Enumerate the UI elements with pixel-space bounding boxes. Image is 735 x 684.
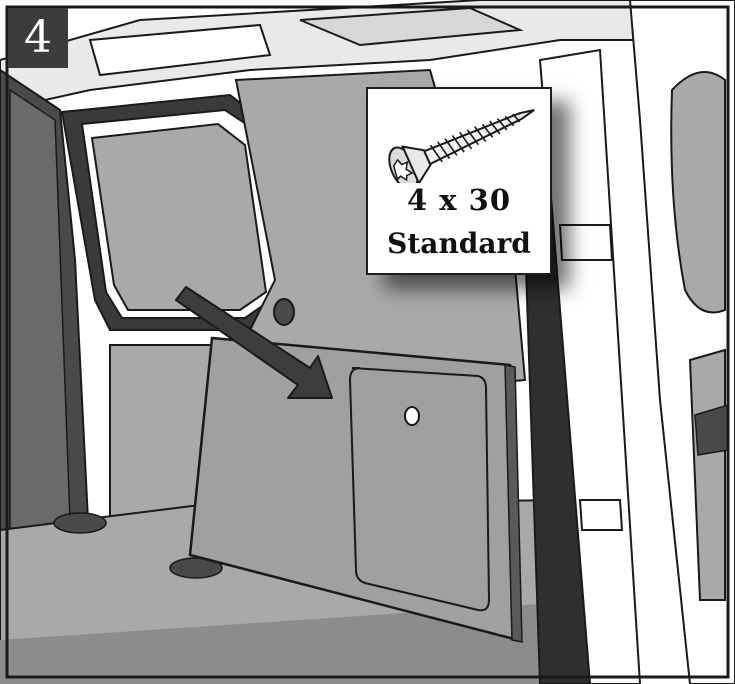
step-number-badge: 4 xyxy=(8,8,68,68)
pillar-strap xyxy=(560,225,612,260)
board-recess-outline xyxy=(350,368,489,610)
bulkhead-hole xyxy=(274,299,294,325)
upper-window-panel xyxy=(92,124,266,310)
floor-hole-left xyxy=(54,513,106,533)
screw-size-label: 4 x 30 xyxy=(368,183,550,217)
pillar-strap-lower xyxy=(580,500,622,530)
screw-type-label: Standard xyxy=(368,227,550,260)
fastener-card: 4 x 30 Standard xyxy=(366,87,552,275)
board-hole xyxy=(405,407,419,425)
screw-icon xyxy=(374,93,544,183)
